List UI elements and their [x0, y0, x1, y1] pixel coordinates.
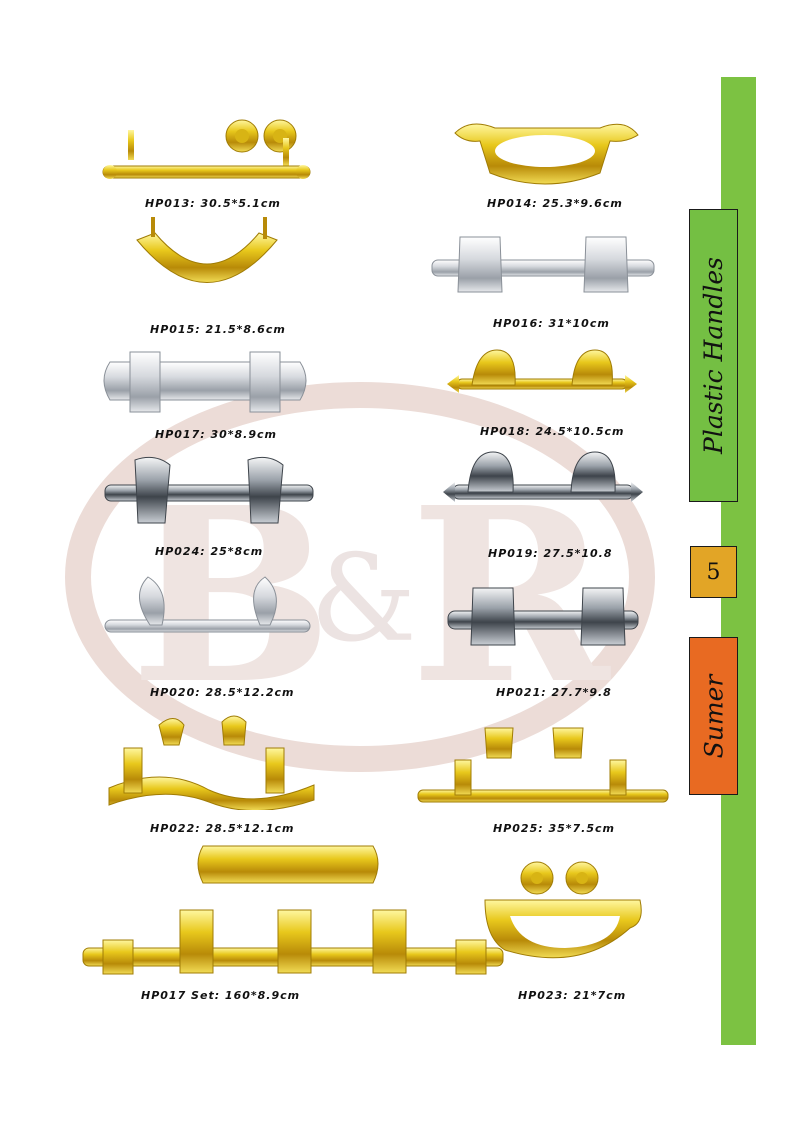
product-image-hp021	[447, 587, 639, 646]
product-label: HP015: 21.5*8.6cm	[150, 323, 286, 336]
svg-text:&: &	[310, 530, 417, 669]
page-number: 5	[706, 559, 721, 585]
product-image-hp023	[484, 861, 642, 959]
product-image-hp019	[443, 451, 643, 502]
series-label: Sumer	[699, 674, 728, 758]
page-number-box: 5	[690, 546, 737, 598]
category-label: Plastic Handles	[699, 257, 729, 454]
product-image-hp016	[431, 236, 655, 293]
product-image-hp024	[104, 456, 314, 524]
product-label: HP019: 27.5*10.8	[488, 547, 613, 560]
product-image-hp017-set	[82, 845, 504, 975]
category-tab: Plastic Handles	[689, 209, 738, 502]
product-label: HP018: 24.5*10.5cm	[480, 425, 625, 438]
product-label: HP017: 30*8.9cm	[155, 428, 277, 441]
product-label: HP025: 35*7.5cm	[493, 822, 615, 835]
product-image-hp025	[417, 727, 669, 803]
series-tab: Sumer	[689, 637, 738, 795]
product-label: HP023: 21*7cm	[518, 989, 627, 1002]
product-label: HP024: 25*8cm	[155, 545, 264, 558]
product-image-hp020	[104, 576, 311, 633]
product-label: HP020: 28.5*12.2cm	[150, 686, 295, 699]
product-image-hp013	[102, 119, 311, 179]
product-label: HP016: 31*10cm	[493, 317, 610, 330]
product-image-hp018	[447, 349, 637, 393]
product-label: HP014: 25.3*9.6cm	[487, 197, 623, 210]
product-image-hp014	[454, 123, 639, 185]
product-label: HP021: 27.7*9.8	[496, 686, 612, 699]
product-label: HP017 Set: 160*8.9cm	[141, 989, 301, 1002]
product-label: HP022: 28.5*12.1cm	[150, 822, 295, 835]
product-image-hp022	[108, 715, 315, 810]
product-image-hp015	[136, 217, 278, 283]
product-image-hp017	[103, 351, 307, 413]
product-label: HP013: 30.5*5.1cm	[145, 197, 281, 210]
